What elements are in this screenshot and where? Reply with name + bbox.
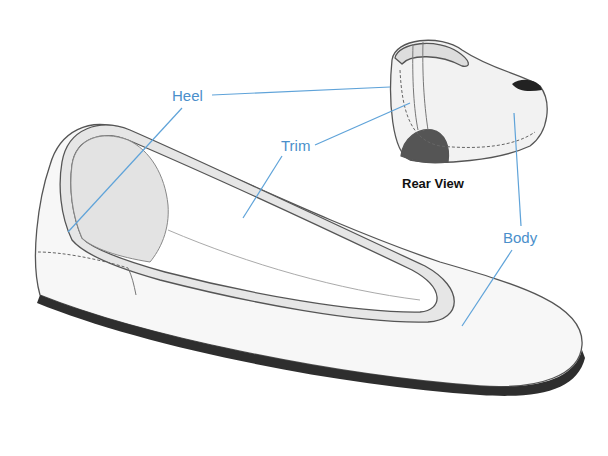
part-label: Trim <box>281 138 310 155</box>
rear-stitch <box>400 70 535 147</box>
part-label: Heel <box>172 88 203 105</box>
rear-trim <box>395 43 468 66</box>
rear-seam <box>413 42 428 130</box>
rear-body <box>391 40 548 162</box>
shoe-body <box>35 125 582 387</box>
shoe-opening <box>71 136 437 312</box>
rear-view-shoe <box>391 40 548 162</box>
leader-line <box>315 103 410 145</box>
shoe-trim <box>60 125 454 322</box>
heel-lining <box>71 136 168 262</box>
rear-heel-pad <box>401 130 448 163</box>
insole-edge <box>168 230 420 300</box>
leader-line <box>514 113 521 226</box>
leader-line <box>212 87 390 95</box>
rear-opening <box>512 80 542 91</box>
heel-stitch <box>38 252 128 268</box>
leader-line <box>68 108 182 232</box>
heel-seam <box>128 268 136 295</box>
leader-line <box>243 156 282 218</box>
leader-line <box>462 250 512 326</box>
ballet-flat <box>35 125 585 396</box>
part-label: Body <box>503 230 537 247</box>
leader-lines <box>68 87 521 326</box>
view-title: Rear View <box>402 177 464 191</box>
